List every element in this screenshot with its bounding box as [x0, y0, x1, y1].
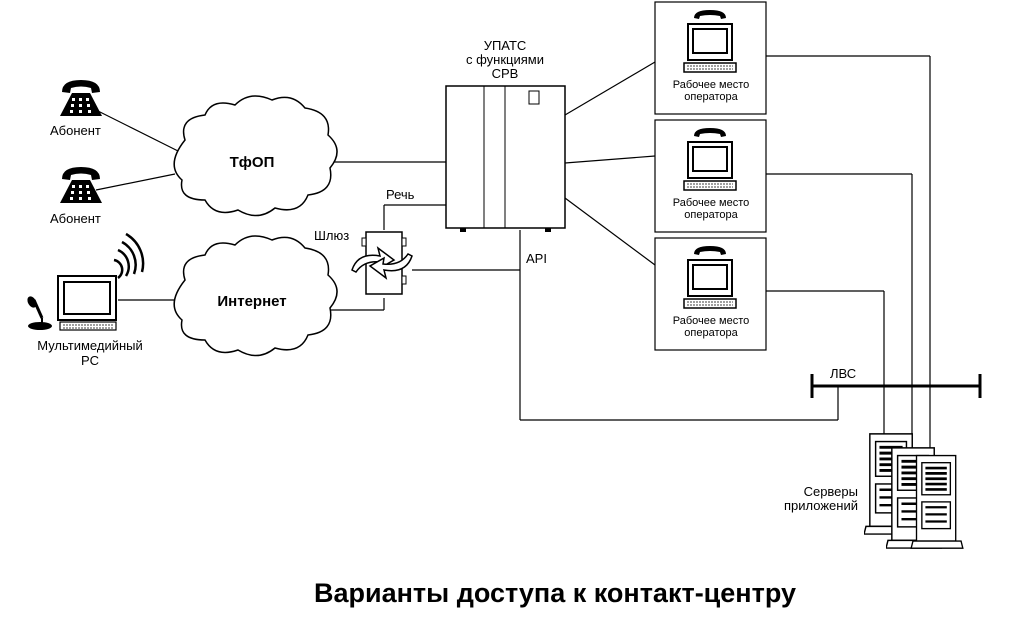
workstation-label: оператора [684, 327, 738, 339]
conversion-arrows-icon [351, 246, 413, 280]
pbx-label: СРВ [492, 66, 519, 81]
wireless-signal-icon [113, 232, 145, 280]
pbx-label: с функциями [466, 52, 544, 67]
telephone-icon [60, 80, 102, 116]
subscriber-2: Абонент [50, 167, 102, 226]
workstation-label: Рабочее место [673, 197, 750, 209]
pbx: УПАТС с функциями СРВ [445, 38, 566, 232]
pstn-cloud: ТфОП [173, 95, 338, 217]
api-label: API [526, 251, 547, 266]
workstation-label: оператора [684, 91, 738, 103]
pbx-label: УПАТС [484, 38, 527, 53]
subscriber-label: Абонент [50, 123, 101, 138]
operator-workstation-3: Рабочее место оператора [654, 237, 767, 351]
page-title: Варианты доступа к контакт-центру [314, 578, 796, 608]
servers-label: Серверы [804, 484, 858, 499]
telephone-icon [60, 167, 102, 203]
workstation-label: Рабочее место [673, 79, 750, 91]
workstation-label: Рабочее место [673, 315, 750, 327]
multimedia-pc-label: PC [81, 353, 99, 368]
application-servers: Серверы приложений [784, 432, 965, 550]
pstn-label: ТфОП [230, 154, 275, 171]
gateway: Шлюз [314, 228, 413, 295]
internet-cloud: Интернет [173, 235, 338, 357]
internet-label: Интернет [217, 293, 286, 310]
subscriber-1: Абонент [50, 80, 102, 138]
microphone-icon [27, 296, 52, 330]
servers-label: приложений [784, 498, 858, 513]
operator-workstation-2: Рабочее место оператора [654, 119, 767, 233]
multimedia-pc: Мультимедийный PC [27, 232, 145, 368]
lan-bus: ЛВС [810, 366, 982, 398]
workstation-label: оператора [684, 209, 738, 221]
operator-workstation-1: Рабочее место оператора [654, 1, 767, 115]
lan-label: ЛВС [830, 366, 856, 381]
multimedia-pc-label: Мультимедийный [37, 338, 143, 353]
gateway-label: Шлюз [314, 228, 349, 243]
server-icon [909, 454, 965, 550]
subscriber-label: Абонент [50, 211, 101, 226]
computer-icon [57, 275, 117, 331]
connection-lines [95, 55, 931, 470]
speech-label: Речь [386, 187, 415, 202]
